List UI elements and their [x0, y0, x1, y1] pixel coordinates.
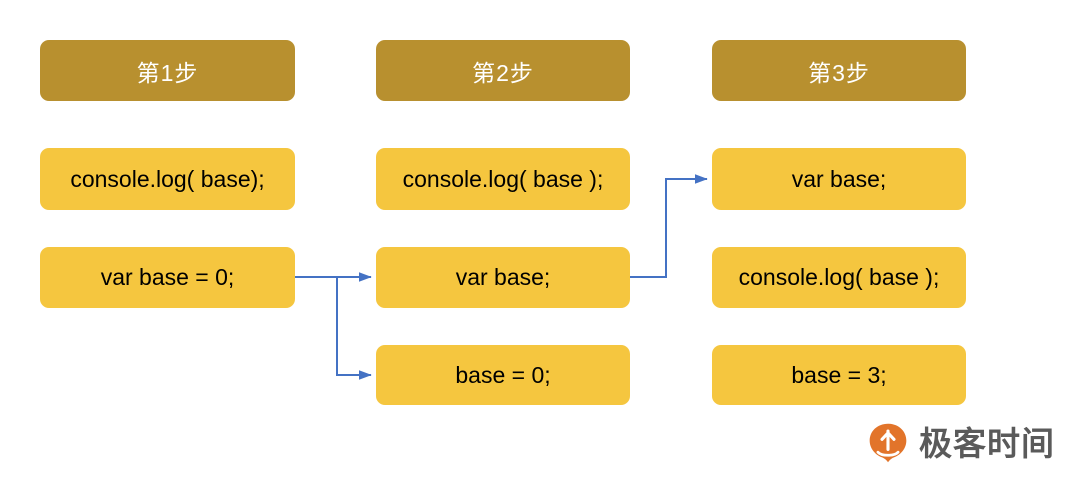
- watermark-text: 极客时间: [919, 424, 1055, 462]
- step-node-col1-row1: console.log( base);: [40, 148, 295, 210]
- watermark: 极客时间: [866, 421, 1055, 465]
- step-node-col3-row2: console.log( base );: [712, 247, 966, 308]
- step-node-col1-row2: var base = 0;: [40, 247, 295, 308]
- step-node-col2-row1: console.log( base );: [376, 148, 630, 210]
- geektime-pin-logo-icon: [869, 423, 907, 463]
- connector-col1row2-to-col2row3: [336, 277, 372, 380]
- step-node-col2-row3: base = 0;: [376, 345, 630, 405]
- step-node-col2-row2: var base;: [376, 247, 630, 308]
- column-header-step2: 第2步: [376, 40, 630, 101]
- column-header-step1: 第1步: [40, 40, 295, 101]
- step-node-col3-row3: base = 3;: [712, 345, 966, 405]
- column-header-step3: 第3步: [712, 40, 966, 101]
- step-node-col3-row1: var base;: [712, 148, 966, 210]
- connector-col2row2-to-col3row1: [630, 174, 708, 278]
